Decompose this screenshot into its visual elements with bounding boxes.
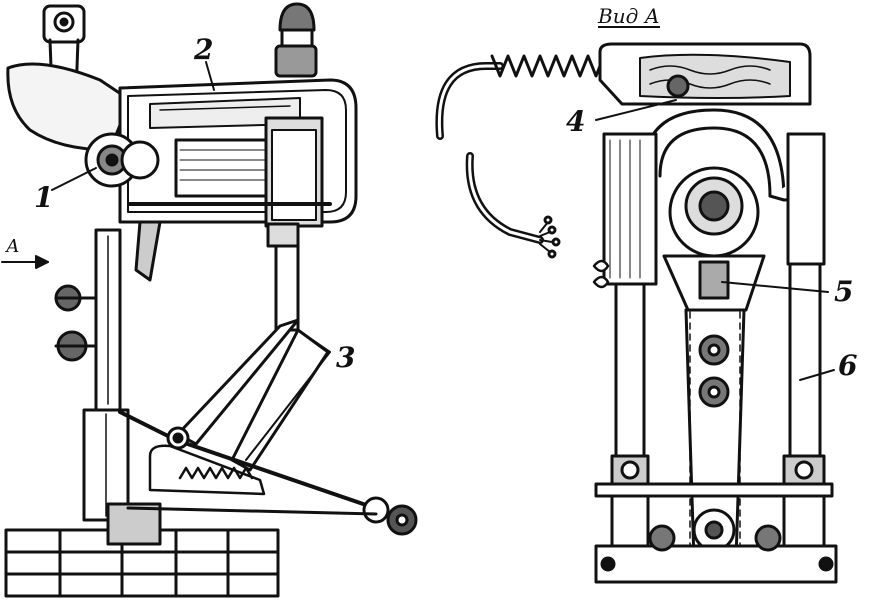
left-column [602, 132, 658, 548]
direction-label: А [6, 236, 20, 257]
pedal-spring [148, 444, 266, 496]
callout-6: 6 [838, 349, 858, 382]
top-knob [274, 2, 318, 78]
view-a-title: Вид А [598, 4, 660, 28]
callout-leaders-left [51, 61, 331, 461]
callout-3: 3 [336, 341, 356, 374]
front-view [435, 42, 838, 584]
top-left-bracket [42, 4, 86, 97]
callout-5: 5 [834, 275, 854, 308]
front-column [54, 220, 162, 522]
callout-2: 2 [194, 33, 214, 66]
callout-4: 4 [566, 105, 586, 138]
rear-column [266, 222, 300, 332]
power-cable [435, 54, 606, 259]
seat-cup [6, 62, 132, 152]
view-direction-arrow [1, 255, 49, 269]
top-housing [598, 42, 812, 106]
side-view [1, 2, 418, 598]
frame-housing [84, 78, 358, 228]
pedal-linkage [118, 318, 418, 536]
wing-nut [592, 259, 610, 289]
callout-leaders-right [595, 99, 835, 381]
chain-drive [662, 166, 766, 562]
front-base [594, 482, 838, 584]
callout-1: 1 [34, 181, 54, 214]
base-frame [4, 502, 378, 598]
